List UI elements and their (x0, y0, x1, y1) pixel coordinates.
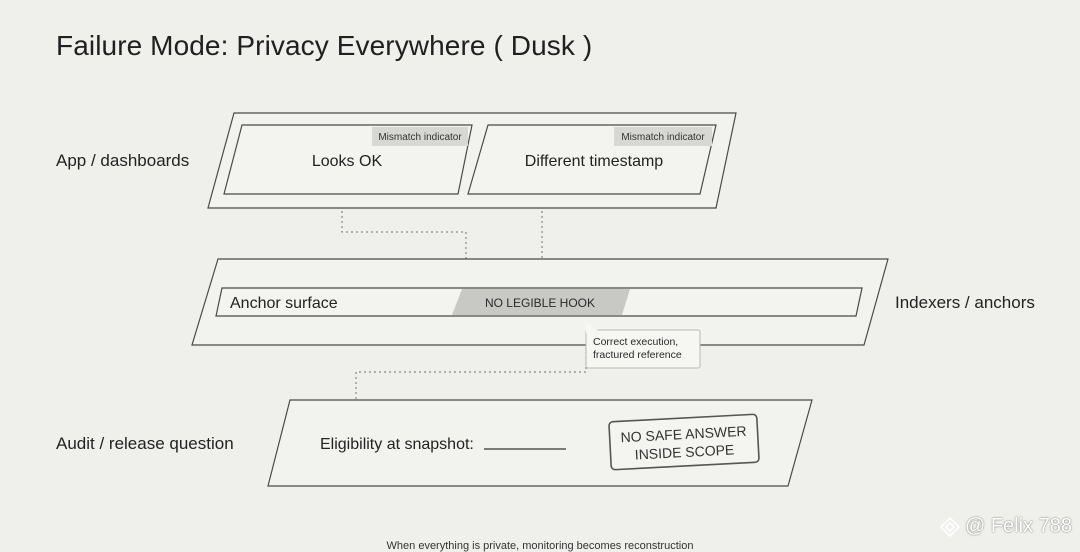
callout-box (585, 329, 701, 369)
no-legible-hook-text: NO LEGIBLE HOOK (485, 296, 595, 310)
callout-line2: fractured reference (593, 349, 682, 361)
callout-line1: Correct execution, (593, 336, 678, 348)
anchor-layer: Anchor surface NO LEGIBLE HOOK Correct e… (191, 258, 889, 369)
diamond-logo-icon (939, 516, 961, 537)
no-safe-answer-stamp: NO SAFE ANSWER INSIDE SCOPE (608, 413, 760, 471)
stamp-border (608, 413, 760, 471)
row-label-audit: Audit / release question (56, 434, 234, 453)
caption: When everything is private, monitoring b… (386, 540, 694, 552)
audit-layer: Eligibility at snapshot: NO SAFE ANSWER … (267, 399, 813, 487)
mismatch-tag-left: Mismatch indicator (378, 132, 462, 143)
callout-pointer (586, 322, 598, 334)
mismatch-tag-left-bg (372, 127, 468, 146)
watermark-text: @ Felix 788 (964, 515, 1072, 537)
mismatch-tag-right-bg (614, 127, 712, 146)
app-panel-right-text: Different timestamp (525, 153, 664, 170)
mismatch-tag-right: Mismatch indicator (621, 132, 705, 143)
watermark: @ Felix 788 (939, 515, 1072, 538)
row-label-app: App / dashboards (56, 151, 190, 170)
stamp-line1: NO SAFE ANSWER (620, 423, 747, 446)
audit-question: Eligibility at snapshot: (320, 436, 474, 453)
app-panel-left-text: Looks OK (312, 153, 383, 170)
anchor-surface-label: Anchor surface (230, 295, 338, 312)
no-legible-hook-zone (452, 289, 630, 315)
page-title: Failure Mode: Privacy Everywhere ( Dusk … (56, 30, 593, 61)
app-layer: Mismatch indicator Mismatch indicator Lo… (207, 112, 737, 209)
stamp-line2: INSIDE SCOPE (634, 441, 734, 462)
row-label-indexers: Indexers / anchors (895, 293, 1035, 312)
